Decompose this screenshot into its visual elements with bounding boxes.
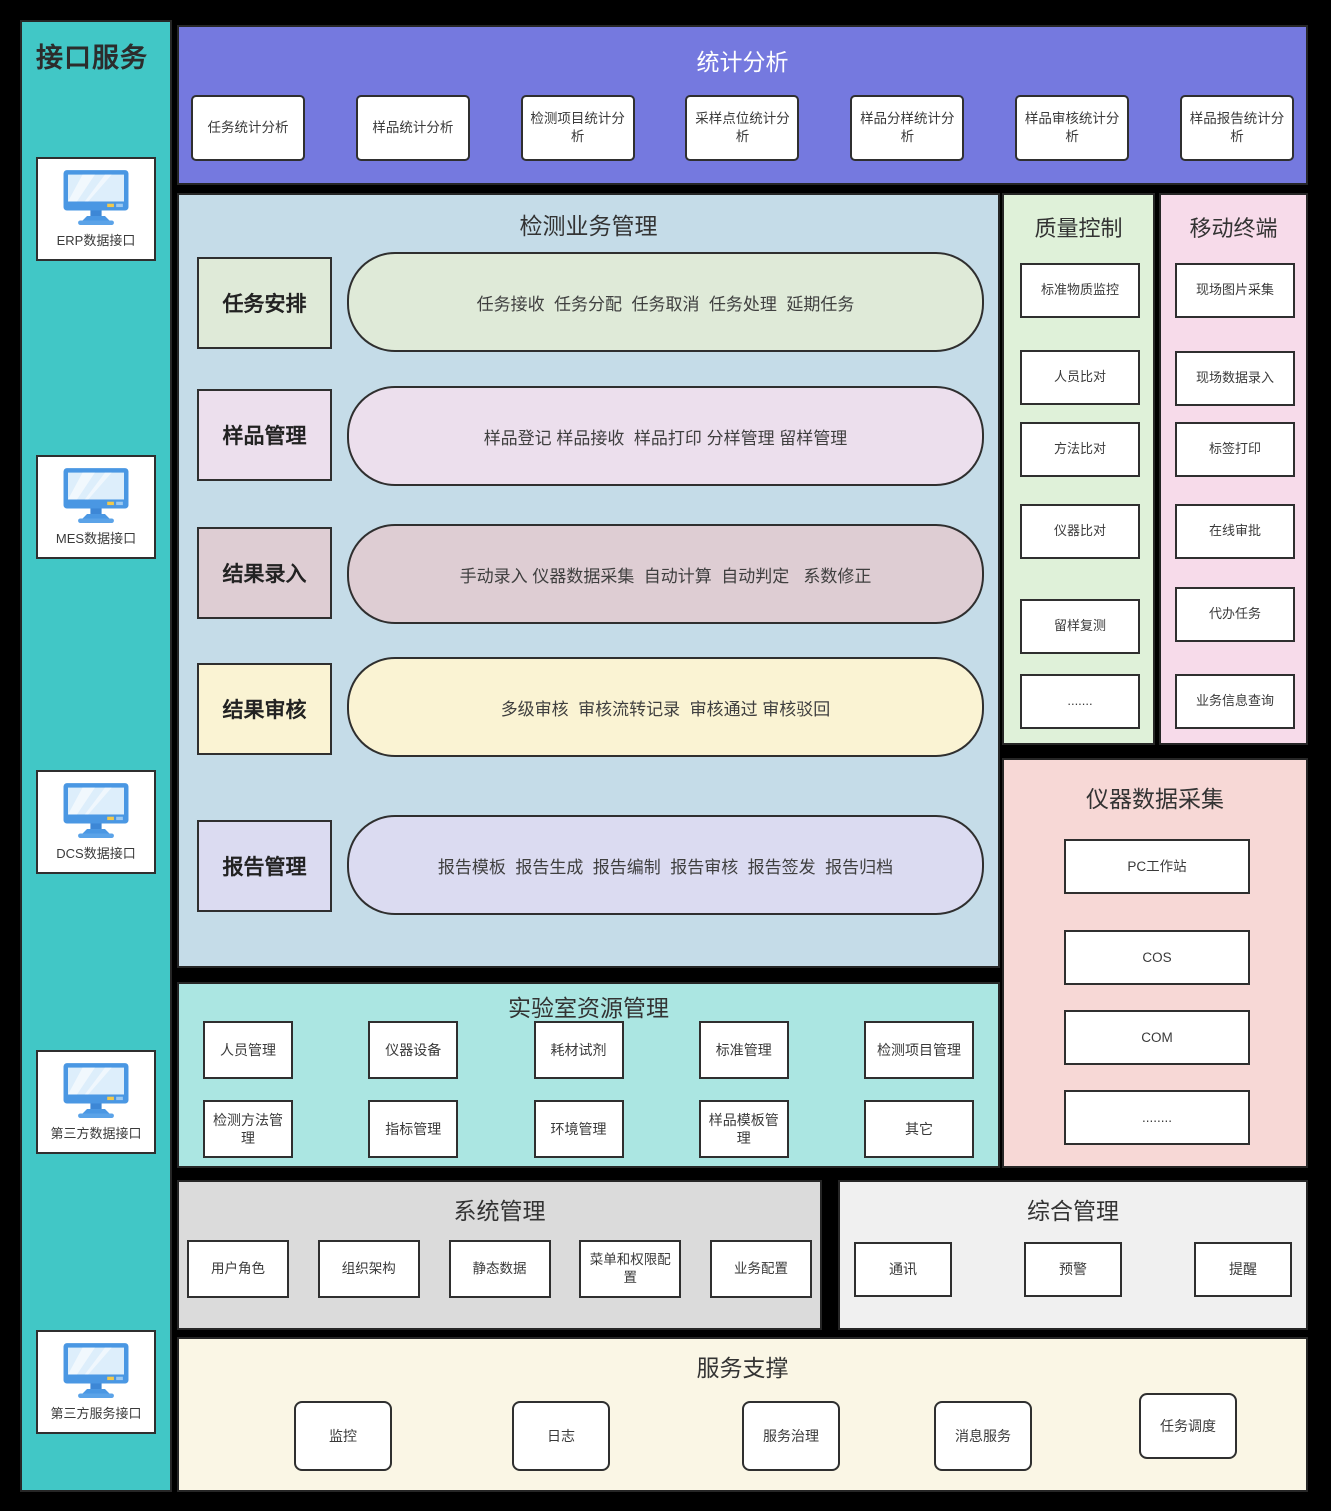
row-pill-result-entry: 手动录入 仪器数据采集 自动计算 自动判定 系数修正: [347, 524, 984, 624]
lab-resource-panel: 实验室资源管理 人员管理 仪器设备 耗材试剂 标准管理 检测项目管理 检测方法管…: [177, 982, 1000, 1168]
lab-box-standard: 标准管理: [698, 1021, 789, 1079]
stat-box-sampling-point: 采样点位统计分析: [685, 95, 800, 161]
system-box-static-data: 静态数据: [448, 1240, 551, 1298]
stat-box-sample-report: 样品报告统计分析: [1179, 95, 1294, 161]
lab-resource-title: 实验室资源管理: [508, 995, 669, 1021]
row-pill-report-manage: 报告模板 报告生成 报告编制 报告审核 报告签发 报告归档: [347, 815, 984, 915]
lab-box-sample-template: 样品模板管理: [698, 1100, 789, 1158]
interface-item-label: 第三方服务接口: [50, 1406, 142, 1421]
lab-row-2: 检测方法管理 指标管理 环境管理 样品模板管理 其它: [179, 1100, 998, 1158]
system-management-title: 系统管理: [453, 1198, 546, 1224]
lab-box-instrument-equipment: 仪器设备: [368, 1021, 459, 1079]
stat-box-test-item: 检测项目统计分析: [520, 95, 635, 161]
support-box-monitoring: 监控: [294, 1401, 392, 1471]
row-label-result-entry: 结果录入: [197, 527, 332, 619]
stat-box-task: 任务统计分析: [191, 95, 305, 161]
stats-analysis-title: 统计分析: [696, 49, 789, 75]
support-box-logs: 日志: [512, 1401, 610, 1471]
system-management-panel: 系统管理 用户角色 组织架构 静态数据 菜单和权限配置 业务配置: [177, 1180, 822, 1330]
row-pill-task-arrange: 任务接收 任务分配 任务取消 任务处理 延期任务: [347, 252, 984, 352]
mobile-box-site-photo: 现场图片采集: [1175, 263, 1295, 318]
general-management-title: 综合管理: [1027, 1198, 1119, 1224]
system-box-org-structure: 组织架构: [317, 1240, 420, 1298]
quality-control-panel: 质量控制 标准物质监控 人员比对 方法比对 仪器比对 留样复测 .......: [1002, 193, 1155, 745]
row-pill-result-review: 多级审核 审核流转记录 审核通过 审核驳回: [347, 657, 984, 757]
interface-item-label: ERP数据接口: [56, 233, 136, 248]
general-box-communication: 通讯: [854, 1242, 952, 1297]
quality-box-instrument-compare: 仪器比对: [1020, 504, 1140, 559]
quality-box-reference-material: 标准物质监控: [1020, 263, 1140, 318]
system-row: 用户角色 组织架构 静态数据 菜单和权限配置 业务配置: [179, 1240, 820, 1298]
lab-row-1: 人员管理 仪器设备 耗材试剂 标准管理 检测项目管理: [179, 1021, 998, 1079]
row-pill-sample-manage: 样品登记 样品接收 样品打印 分样管理 留样管理: [347, 386, 984, 486]
row-label-sample-manage: 样品管理: [197, 389, 332, 481]
monitor-icon: [63, 1343, 129, 1398]
interface-item-label: MES数据接口: [55, 531, 137, 546]
system-box-user-role: 用户角色: [187, 1240, 289, 1298]
row-label-task-arrange: 任务安排: [197, 257, 332, 349]
general-box-early-warning: 预警: [1024, 1242, 1122, 1297]
general-row: 通讯 预警 提醒: [840, 1242, 1306, 1297]
service-support-title: 服务支撑: [696, 1355, 789, 1381]
interface-item-thirdparty-service: 第三方服务接口: [36, 1330, 156, 1434]
lab-box-test-method: 检测方法管理: [203, 1100, 293, 1158]
monitor-icon: [63, 468, 129, 523]
interface-item-thirdparty-data: 第三方数据接口: [36, 1050, 156, 1154]
mobile-box-site-data-entry: 现场数据录入: [1175, 351, 1295, 406]
interface-item-label: 第三方数据接口: [50, 1126, 142, 1141]
lab-box-consumables: 耗材试剂: [533, 1021, 624, 1079]
support-box-service-governance: 服务治理: [742, 1401, 840, 1471]
quality-box-more: .......: [1020, 674, 1140, 729]
stat-box-sample-review: 样品审核统计分析: [1015, 95, 1130, 161]
lab-box-other: 其它: [864, 1100, 974, 1158]
lab-box-indicator: 指标管理: [368, 1100, 459, 1158]
mobile-box-business-info-query: 业务信息查询: [1175, 674, 1295, 729]
stats-row: 任务统计分析 样品统计分析 检测项目统计分析 采样点位统计分析 样品分样统计分析…: [179, 95, 1306, 161]
instrument-box-cos: COS: [1064, 930, 1250, 985]
row-label-report-manage: 报告管理: [197, 820, 332, 912]
instrument-box-pc-workstation: PC工作站: [1064, 839, 1250, 894]
instrument-data-panel: 仪器数据采集 PC工作站 COS COM ........: [1002, 758, 1308, 1168]
stats-analysis-panel: 统计分析 任务统计分析 样品统计分析 检测项目统计分析 采样点位统计分析 样品分…: [177, 25, 1308, 185]
stat-box-sample-split: 样品分样统计分析: [850, 95, 965, 161]
mobile-box-online-approval: 在线审批: [1175, 504, 1295, 559]
mobile-box-label-print: 标签打印: [1175, 422, 1295, 477]
business-management-title: 检测业务管理: [519, 213, 658, 239]
instrument-box-com: COM: [1064, 1010, 1250, 1065]
lab-box-personnel: 人员管理: [203, 1021, 293, 1079]
mobile-terminal-panel: 移动终端 现场图片采集 现场数据录入 标签打印 在线审批 代办任务 业务信息查询: [1159, 193, 1308, 745]
interface-services-title: 接口服务: [36, 43, 148, 73]
interface-services-panel: 接口服务 ERP数据接口 MES数据接口 DCS数据接口 第三方数据接口 第三方…: [20, 20, 172, 1492]
stat-box-sample: 样品统计分析: [355, 95, 470, 161]
quality-box-personnel-compare: 人员比对: [1020, 350, 1140, 405]
general-box-reminder: 提醒: [1194, 1242, 1292, 1297]
system-box-business-config: 业务配置: [710, 1240, 812, 1298]
service-support-panel: 服务支撑 监控 日志 服务治理 消息服务 任务调度: [177, 1337, 1308, 1492]
quality-box-retained-retest: 留样复测: [1020, 599, 1140, 654]
quality-box-method-compare: 方法比对: [1020, 422, 1140, 477]
interface-item-mes: MES数据接口: [36, 455, 156, 559]
monitor-icon: [63, 170, 129, 225]
lab-box-environment: 环境管理: [533, 1100, 624, 1158]
interface-item-label: DCS数据接口: [56, 846, 136, 861]
quality-control-title: 质量控制: [1034, 216, 1123, 241]
row-label-result-review: 结果审核: [197, 663, 332, 755]
instrument-data-title: 仪器数据采集: [1086, 786, 1224, 812]
support-box-message-service: 消息服务: [934, 1401, 1032, 1471]
monitor-icon: [63, 1063, 129, 1118]
lab-box-test-item-manage: 检测项目管理: [864, 1021, 974, 1079]
business-management-panel: 检测业务管理 任务安排 任务接收 任务分配 任务取消 任务处理 延期任务 样品管…: [177, 193, 1000, 968]
mobile-terminal-title: 移动终端: [1189, 216, 1278, 241]
interface-item-erp: ERP数据接口: [36, 157, 156, 261]
interface-item-dcs: DCS数据接口: [36, 770, 156, 874]
instrument-box-more: ........: [1064, 1090, 1250, 1145]
general-management-panel: 综合管理 通讯 预警 提醒: [838, 1180, 1308, 1330]
monitor-icon: [63, 783, 129, 838]
system-box-menu-permission: 菜单和权限配置: [579, 1240, 682, 1298]
mobile-box-todo-task: 代办任务: [1175, 587, 1295, 642]
support-box-task-scheduling: 任务调度: [1139, 1393, 1237, 1459]
